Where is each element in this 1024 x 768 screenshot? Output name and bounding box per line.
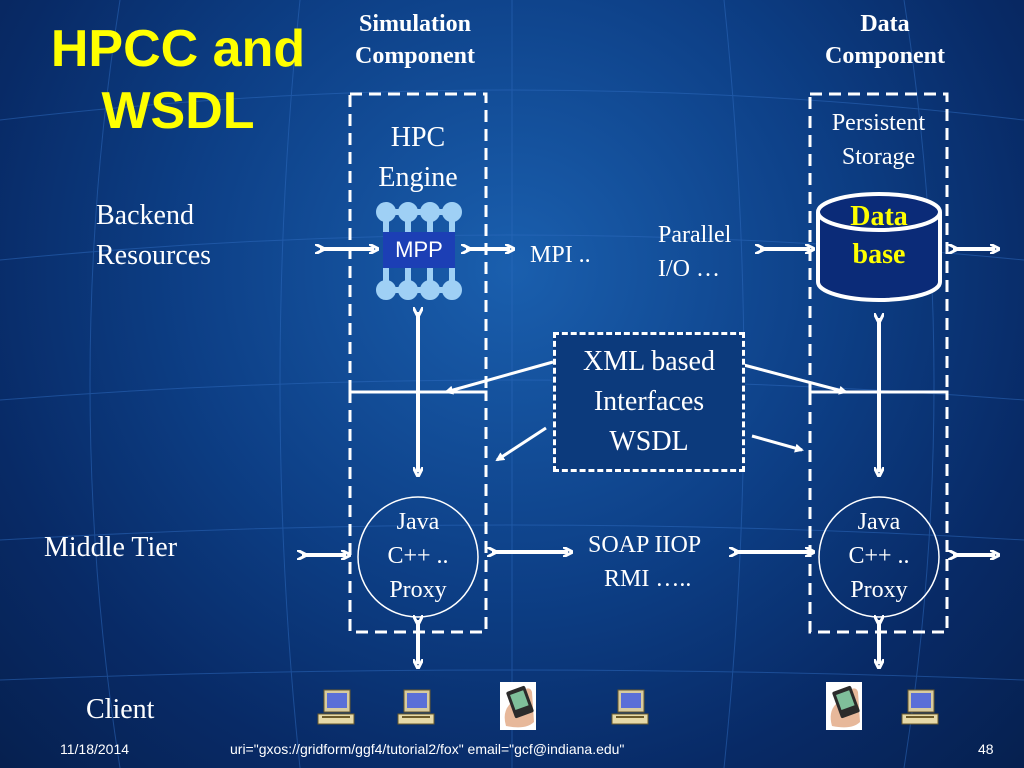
proxy-right-line2: C++ .. — [848, 543, 910, 569]
database-line1: Data — [850, 201, 908, 232]
header-simulation-line2: Component — [354, 43, 475, 69]
row-label-backend-line1: Backend — [96, 200, 194, 231]
handheld-icon[interactable] — [826, 682, 862, 730]
persistent-storage-line1: Persistent — [831, 110, 926, 136]
hpc-engine-label: HPC Engine — [350, 118, 486, 198]
proxy-left-line1: Java — [396, 509, 440, 535]
footer-date: 11/18/2014 — [60, 741, 130, 757]
handheld-icon[interactable] — [500, 682, 536, 730]
xml-pointer-upper-right — [739, 362, 848, 395]
proxy-right-line3: Proxy — [850, 577, 908, 603]
mpp-lattice-icon — [376, 202, 462, 300]
mpi-label: MPI .. — [530, 242, 591, 268]
computer-icon[interactable] — [901, 689, 939, 725]
protocols-label: SOAP IIOP RMI ….. — [588, 528, 701, 596]
header-simulation-line1: Simulation — [358, 11, 472, 37]
proxy-left-line3: Proxy — [389, 577, 447, 603]
row-label-client: Client — [86, 694, 155, 725]
row-label-middle-tier: Middle Tier — [44, 532, 178, 563]
slide-title: HPCC and WSDL — [28, 18, 328, 142]
header-data-component: Data Component — [800, 8, 970, 72]
xml-pointer-lower-left — [495, 426, 547, 462]
database-line2: base — [852, 239, 906, 270]
xml-box-line2: Interfaces — [593, 386, 705, 417]
hpc-engine-line1: HPC — [390, 122, 446, 153]
parallel-io-line2: I/O … — [658, 256, 720, 282]
parallel-io-label: Parallel I/O … — [658, 218, 731, 286]
footer-page-number: 48 — [978, 741, 994, 757]
proxy-right-line1: Java — [857, 509, 901, 535]
title-line-1: HPCC and — [50, 20, 306, 78]
proxy-left-label: Java C++ .. Proxy — [358, 505, 478, 607]
protocols-line2: RMI ….. — [604, 566, 692, 592]
protocols-line1: SOAP IIOP — [588, 532, 702, 558]
header-simulation-component: Simulation Component — [330, 8, 500, 72]
title-line-2: WSDL — [101, 82, 255, 140]
header-data-line1: Data — [860, 11, 910, 37]
proxy-right-label: Java C++ .. Proxy — [819, 505, 939, 607]
xml-pointer-upper-left — [444, 360, 554, 395]
hpc-engine-line2: Engine — [378, 162, 458, 193]
parallel-io-line1: Parallel — [658, 222, 732, 248]
computer-icon[interactable] — [611, 689, 649, 725]
xml-pointer-lower-right — [751, 434, 804, 453]
xml-box-line3: WSDL — [609, 426, 689, 457]
header-data-line2: Component — [824, 43, 945, 69]
database-label: Data base — [818, 198, 940, 274]
proxy-left-line2: C++ .. — [387, 543, 449, 569]
row-label-backend-resources: Backend Resources — [96, 196, 211, 276]
database-cylinder-icon — [816, 192, 942, 302]
computer-icon[interactable] — [397, 689, 435, 725]
row-label-backend-line2: Resources — [96, 240, 212, 271]
persistent-storage-label: Persistent Storage — [810, 106, 947, 174]
xml-box-line1: XML based — [583, 346, 715, 377]
persistent-storage-line2: Storage — [841, 144, 916, 170]
mpp-label: MPP — [383, 232, 455, 268]
computer-icon[interactable] — [317, 689, 355, 725]
xml-interfaces-box: XML based Interfaces WSDL — [553, 332, 745, 472]
footer-uri: uri="gxos://gridform/ggf4/tutorial2/fox"… — [230, 741, 625, 757]
